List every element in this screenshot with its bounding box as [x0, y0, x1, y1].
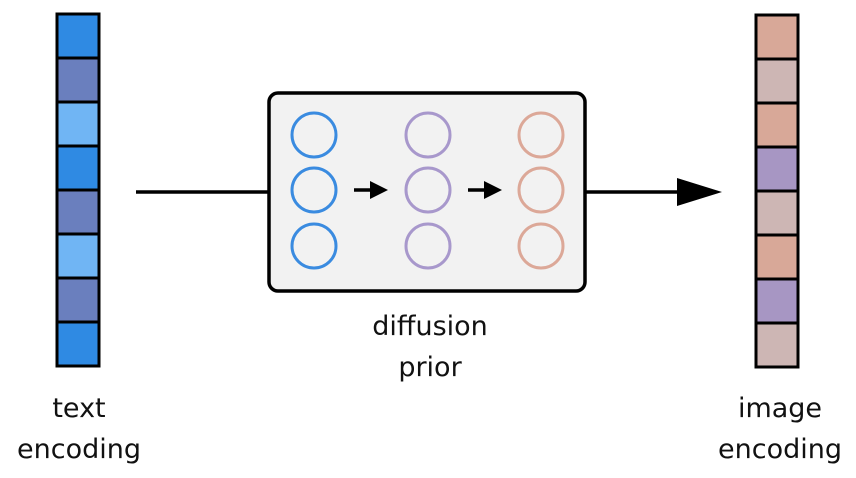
image-encoding-cell	[754, 321, 800, 369]
text-encoding-cell	[55, 12, 101, 60]
diffusion-prior-box	[267, 91, 587, 293]
prior-label-line1: diffusion	[372, 311, 488, 342]
inner-arrow-2	[468, 181, 502, 199]
prior-network	[290, 111, 565, 270]
image-encoding-cell	[754, 233, 800, 281]
image-encoding-label-line1: image	[738, 393, 822, 424]
text-encoding-cell	[55, 320, 101, 368]
output-arrow	[585, 178, 722, 206]
text-encoding-label-line1: text	[52, 393, 105, 424]
text-encoding-cell	[55, 232, 101, 280]
image-encoding-cell	[754, 13, 800, 61]
image-encoding-label-line2: encoding	[718, 434, 842, 465]
network-node	[404, 111, 452, 159]
network-node	[517, 222, 565, 270]
inner-arrow-1	[354, 181, 388, 199]
network-node	[517, 166, 565, 214]
network-node	[290, 111, 338, 159]
network-node	[404, 166, 452, 214]
network-node	[517, 111, 565, 159]
text-encoding-cell	[55, 56, 101, 104]
text-encoding-label-line2: encoding	[17, 434, 141, 465]
text-encoding-cell	[55, 276, 101, 324]
network-node	[290, 166, 338, 214]
image-encoding-cell	[754, 57, 800, 105]
network-node	[404, 222, 452, 270]
text-encoding-vector	[55, 12, 101, 368]
image-encoding-cell	[754, 189, 800, 237]
text-encoding-cell	[55, 188, 101, 236]
text-encoding-cell	[55, 144, 101, 192]
image-encoding-cell	[754, 277, 800, 325]
image-encoding-cell	[754, 101, 800, 149]
prior-label-line2: prior	[398, 352, 462, 383]
text-encoding-cell	[55, 100, 101, 148]
image-encoding-vector	[754, 13, 800, 369]
image-encoding-cell	[754, 145, 800, 193]
network-node	[290, 222, 338, 270]
